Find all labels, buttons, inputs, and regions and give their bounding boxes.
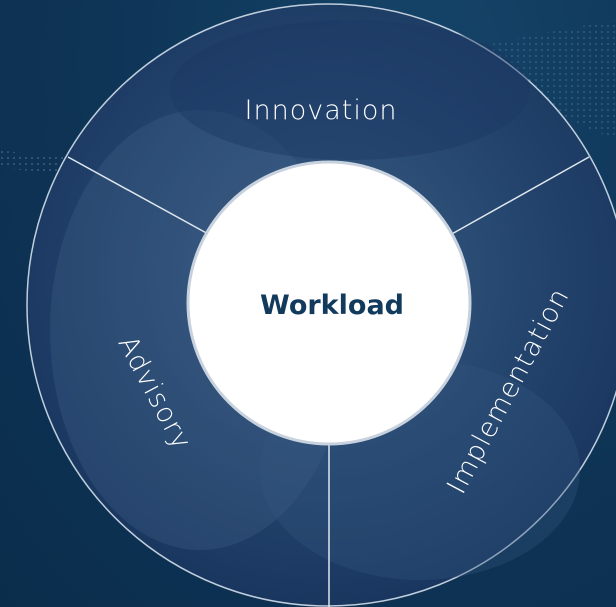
center-circle: [186, 160, 472, 446]
ring-shade-top: [170, 20, 530, 160]
center-label-workload: Workload: [260, 290, 404, 321]
divider-left: [67, 156, 211, 236]
segment-label-innovation: Innovation: [245, 95, 398, 126]
divider-right: [449, 156, 590, 236]
